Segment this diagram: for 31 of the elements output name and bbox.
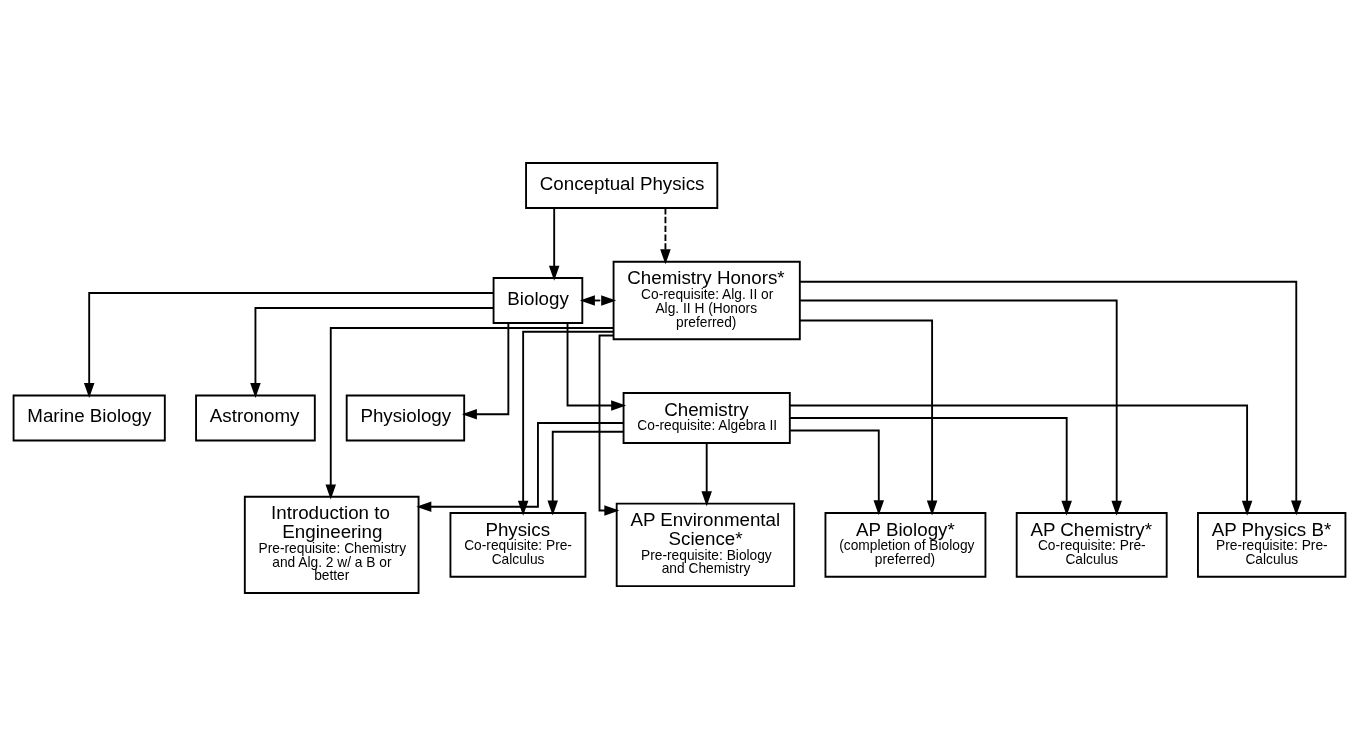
node-box: Physics Co-requisite: Pre-Calculus: [449, 512, 587, 578]
arrow: [799, 299, 1122, 516]
node-box: Astronomy: [195, 394, 316, 442]
node-box: Chemistry Honors* Co-requisite: Alg. II or Alg. II H (Honors preferred): [612, 260, 801, 341]
arrow: [416, 422, 625, 512]
arrow: [660, 207, 671, 265]
arrow: [325, 327, 615, 500]
arrow: [547, 430, 625, 516]
arrow: [548, 207, 560, 281]
node-box: AP Biology* (completion of Biology preferred): [824, 512, 987, 578]
arrow: [579, 295, 617, 306]
node-box: AP Chemistry* Co-requisite: Pre-Calculus: [1015, 512, 1168, 578]
arrow: [461, 322, 510, 420]
arrow: [83, 292, 495, 398]
arrow: [789, 404, 1253, 516]
node-box: Chemistry Co-requisite: Algebra II: [622, 392, 791, 444]
arrow: [789, 429, 885, 516]
node-box: Biology: [492, 277, 584, 324]
node-box: AP Environmental Science* Pre-requisite: Biology and Chemistry: [615, 502, 796, 588]
node-box: Introduction to Engineering Pre-requisite: Chemistry and Alg. 2 w/ a B or better: [243, 495, 420, 594]
arrow: [701, 442, 712, 507]
node-box: Marine Biology: [12, 394, 166, 442]
arrow: [250, 307, 495, 399]
arrow: [799, 319, 938, 516]
arrow: [799, 280, 1302, 516]
arrow: [566, 322, 627, 411]
node-box: AP Physics B* Pre-requisite: Pre-Calculus: [1197, 512, 1347, 578]
arrow: [598, 334, 620, 516]
arrow: [789, 417, 1072, 516]
node-box: Conceptual Physics: [525, 162, 719, 209]
node-box: Physiology: [345, 394, 466, 442]
